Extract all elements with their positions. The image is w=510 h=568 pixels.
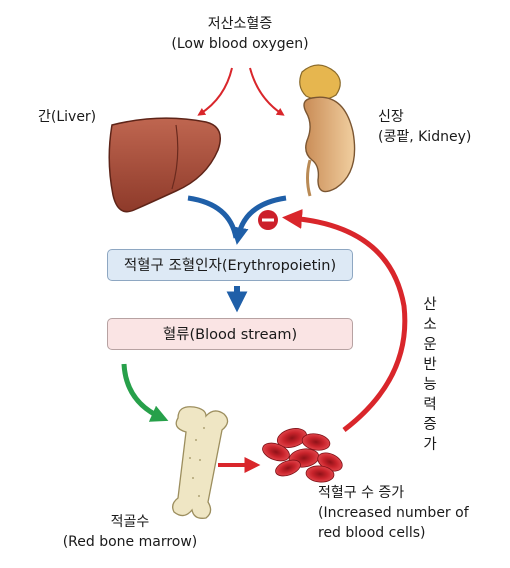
feedback-label: 산소 운반 능력 증가: [418, 295, 442, 455]
bone-marrow-label-2: (Red bone marrow): [62, 534, 198, 550]
rbc-label-3: red blood cells): [318, 525, 426, 541]
erythropoietin-box: 적혈구 조혈인자(Erythropoietin): [107, 249, 353, 281]
blue-arrow-kidney: [231, 195, 287, 245]
erythropoietin-label: 적혈구 조혈인자(Erythropoietin): [123, 258, 337, 274]
bone-marrow-label-1: 적골수: [110, 514, 150, 530]
blood-stream-label: 혈류(Blood stream): [162, 327, 298, 343]
feedback-line: 증가: [423, 417, 437, 453]
liver-illustration: [108, 117, 221, 213]
arrow-to-kidney: [249, 67, 285, 116]
liver-label: 간(Liver): [38, 109, 97, 125]
kidney-label-1: 신장: [378, 109, 404, 125]
bone-illustration: [172, 406, 229, 519]
arrow-to-liver: [197, 67, 233, 116]
feedback-line: 운반: [423, 337, 437, 373]
title-english: (Low blood oxygen): [171, 36, 309, 52]
red-blood-cells: [262, 428, 343, 483]
blue-arrow-liver: [187, 195, 239, 239]
kidney-label-2: (콩팥, Kidney): [378, 129, 472, 145]
kidney-illustration: [299, 64, 356, 197]
feedback-line: 산소: [423, 297, 437, 333]
rbc-label-1: 적혈구 수 증가: [318, 485, 405, 501]
feedback-line: 능력: [423, 377, 437, 413]
minus-bar: [262, 218, 274, 222]
blood-stream-box: 혈류(Blood stream): [107, 318, 353, 350]
green-arrow-to-marrow: [121, 363, 169, 422]
feedback-arrow: [282, 208, 408, 432]
rbc-label-2: (Increased number of: [318, 505, 469, 521]
title-korean: 저산소혈증: [207, 16, 273, 32]
